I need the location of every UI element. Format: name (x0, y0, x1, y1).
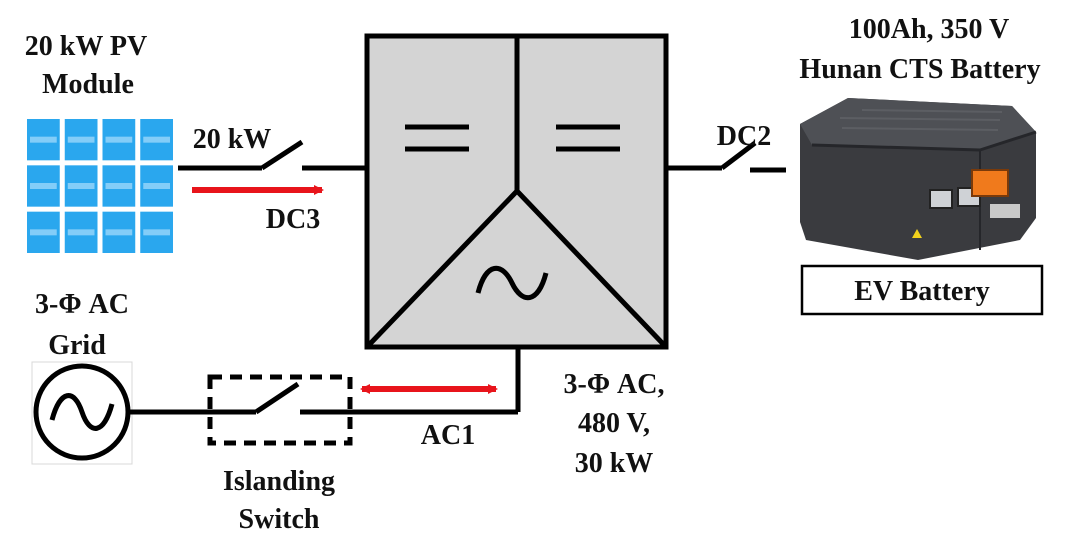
pv-dc-switch (178, 139, 366, 171)
pv-cell-highlight (67, 136, 95, 143)
pv-cell-highlight (30, 136, 57, 143)
pv-cell-highlight (143, 229, 170, 236)
pv-cell-highlight (105, 136, 133, 143)
battery-title-line1: 100Ah, 350 V (849, 14, 1010, 45)
grid-title-line1: 3-Φ AC (35, 289, 129, 320)
pv-cell-highlight (30, 229, 57, 236)
pv-cell-highlight (105, 229, 133, 236)
power-converter (364, 33, 669, 350)
ac-bus-rating-line2: 480 V, (578, 408, 650, 439)
islanding-switch-box (207, 374, 353, 446)
dc2-label: DC2 (717, 121, 771, 152)
pv-cell-highlight (30, 183, 57, 189)
ac-bus-rating-line3: 30 kW (575, 448, 654, 479)
grid-title-line2: Grid (48, 330, 106, 361)
pv-power-label: 20 kW (193, 124, 272, 155)
pv-cell-highlight (67, 183, 95, 189)
battery-caption: EV Battery (854, 276, 990, 307)
dc-symbol-left-icon (405, 124, 469, 152)
pv-module-icon (22, 114, 178, 258)
pv-cell-highlight (143, 183, 170, 189)
battery-title-line2: Hunan CTS Battery (799, 54, 1040, 85)
ac-bus-line (130, 347, 521, 415)
ac1-label: AC1 (421, 420, 475, 451)
pv-cell-highlight (105, 183, 133, 189)
pv-cell-highlight (67, 229, 95, 236)
pv-title-line2: Module (42, 69, 134, 100)
islanding-switch-label-line1: Islanding (223, 466, 335, 497)
islanding-switch-label-line2: Switch (239, 504, 320, 534)
ac-grid-source-icon (31, 361, 133, 465)
ac-symbol-icon (475, 265, 549, 301)
ev-battery-icon (800, 98, 1037, 260)
dc-symbol-right-icon (556, 124, 620, 152)
battery-caption-box (800, 264, 1044, 316)
dc3-label: DC3 (266, 204, 320, 235)
ac-bus-rating-line1: 3-Φ AC, (564, 369, 665, 400)
pv-cell-highlight (143, 136, 170, 143)
pv-title-line1: 20 kW PV (25, 31, 147, 62)
